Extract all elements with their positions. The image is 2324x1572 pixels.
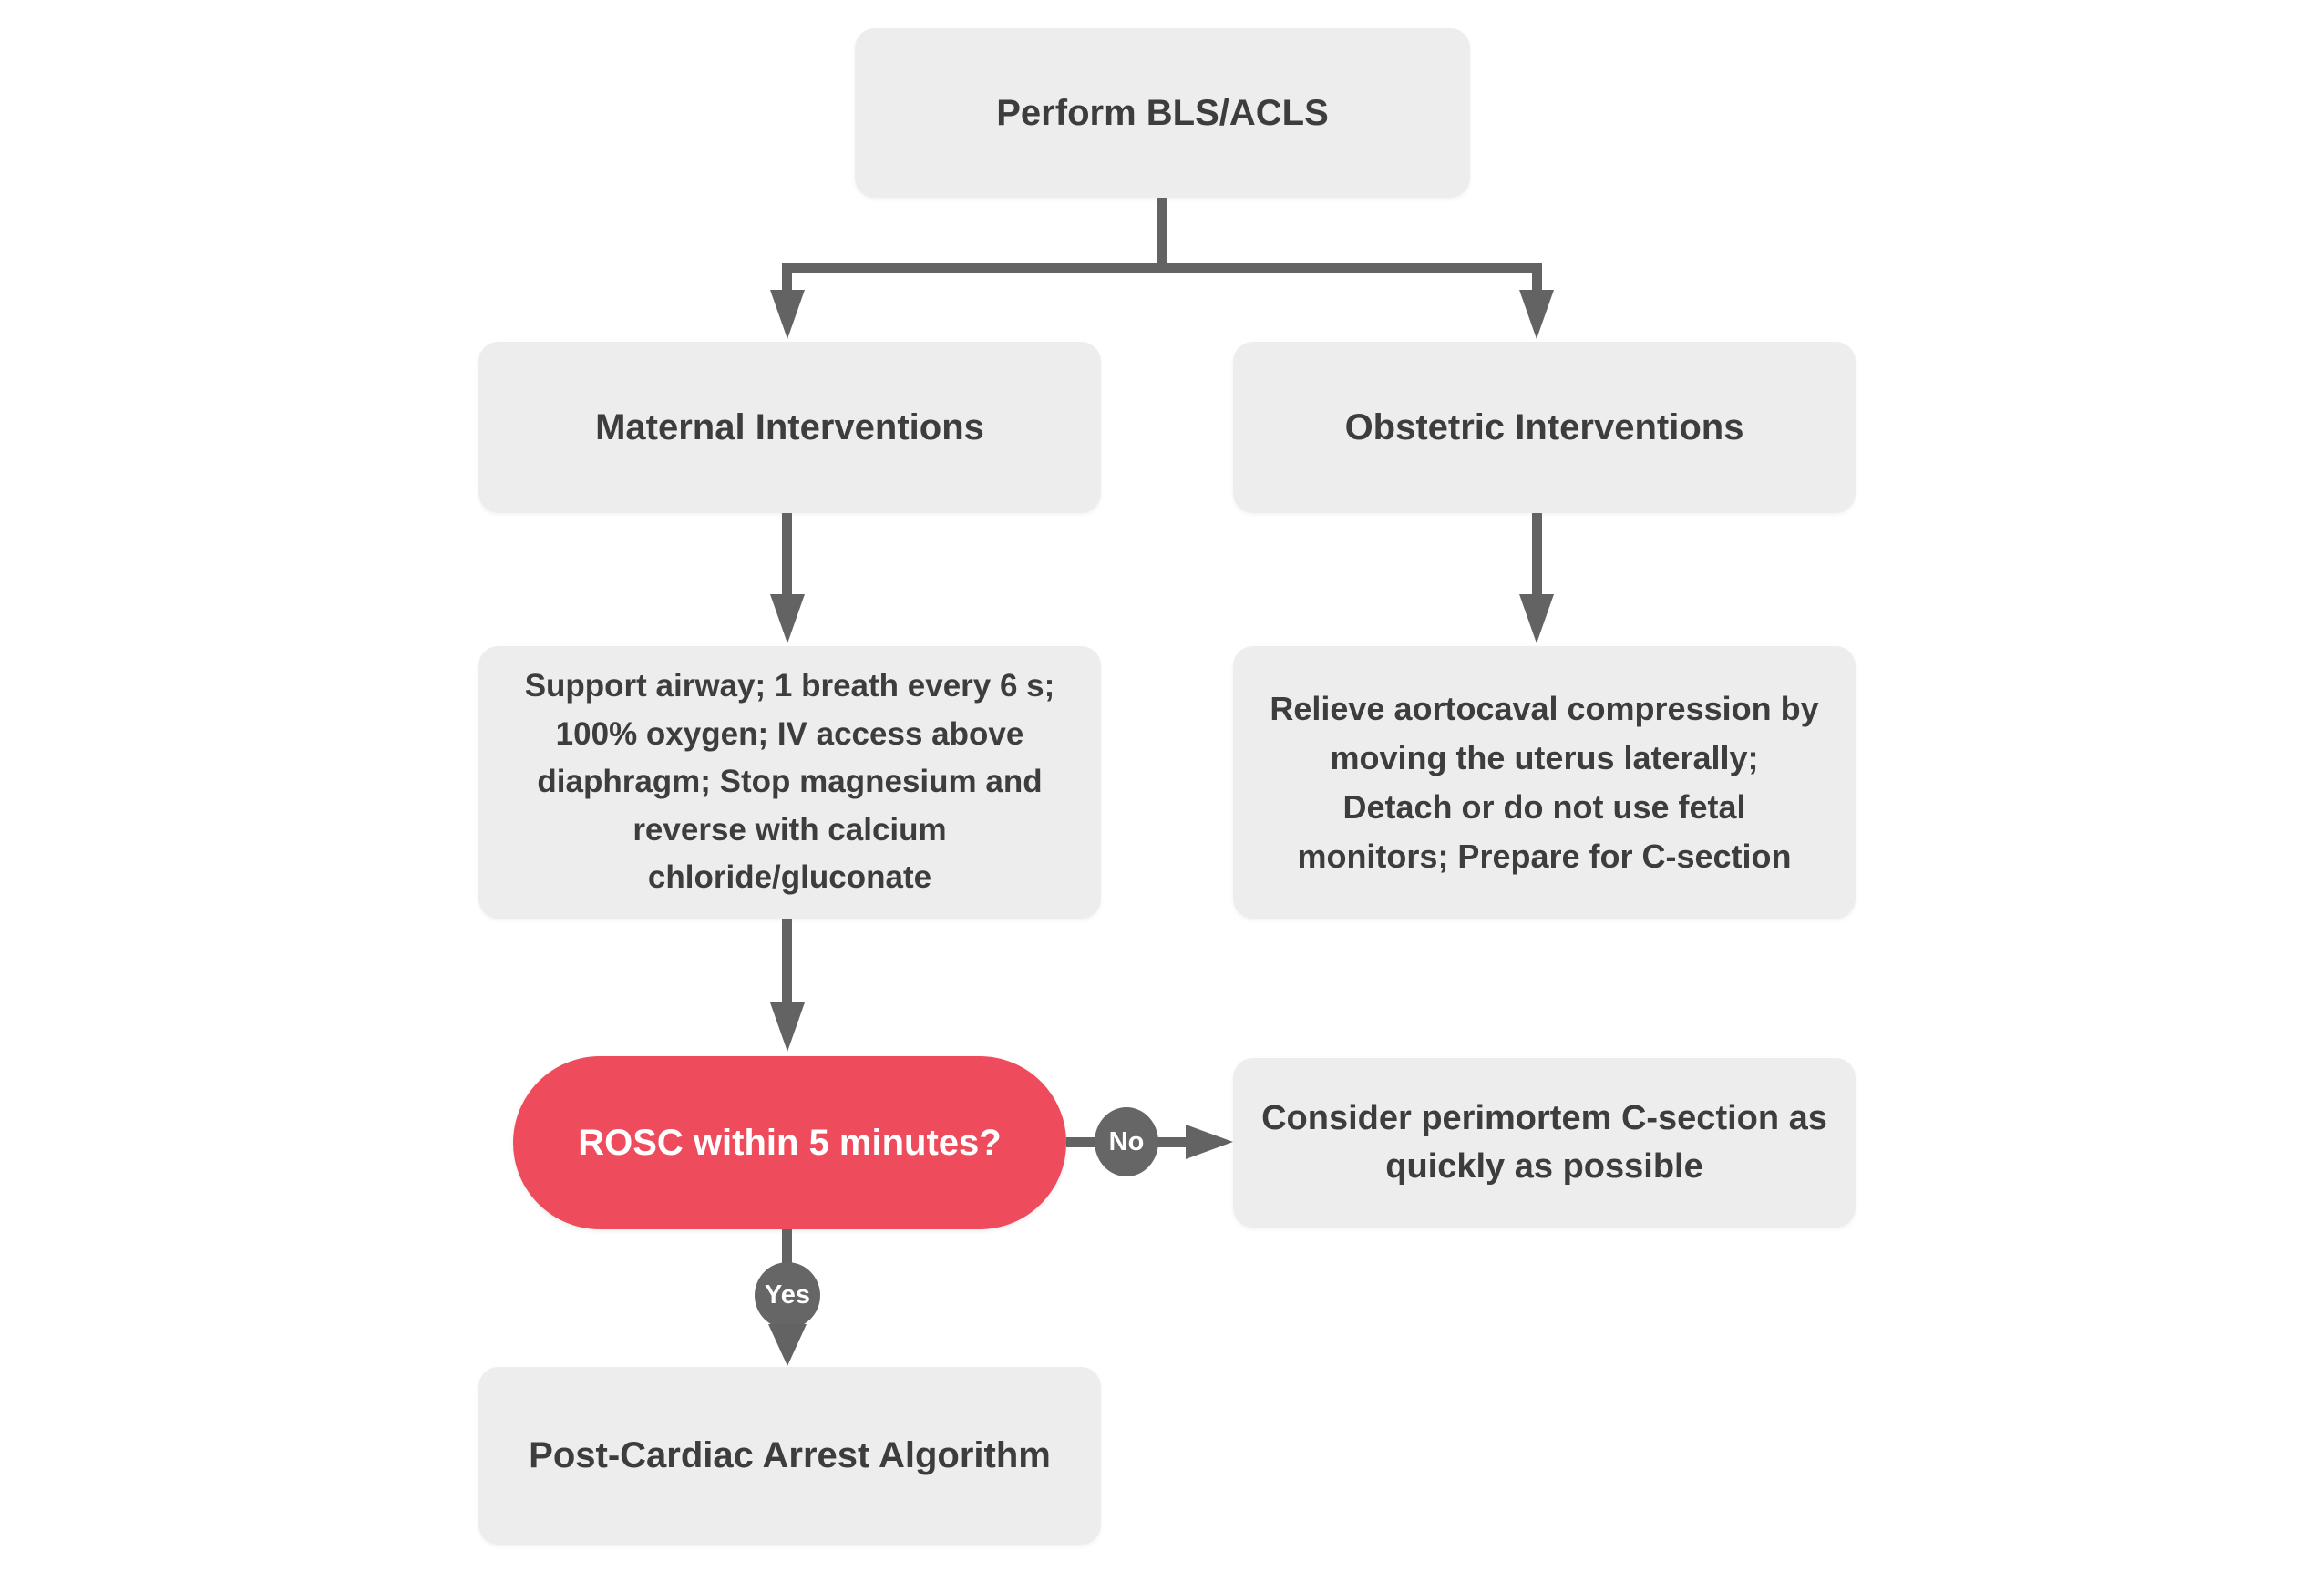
node-obstetric-interventions: Obstetric Interventions [1233, 342, 1856, 513]
connector-maternal-to-detail [782, 513, 792, 595]
connector-branch-left-shaft [782, 272, 792, 291]
arrowhead-no-edge-icon [1186, 1125, 1233, 1159]
badge-yes-label: Yes [765, 1280, 810, 1310]
arrowhead-maternal-detail-icon [770, 594, 805, 643]
node-perimortem-c-section-label: Consider perimortem C-section as quickly… [1261, 1098, 1827, 1186]
node-perimortem-c-section: Consider perimortem C-section as quickly… [1233, 1058, 1856, 1228]
connector-branch-line [782, 263, 1542, 273]
arrowhead-yes-edge-icon [768, 1324, 807, 1366]
arrowhead-obstetric-detail-icon [1519, 594, 1554, 643]
arrowhead-to-obstetric-icon [1519, 290, 1554, 339]
connector-top-stub [1157, 198, 1167, 263]
node-post-cardiac-arrest-label: Post-Cardiac Arrest Algorithm [529, 1435, 1051, 1475]
badge-no: No [1095, 1107, 1158, 1176]
node-maternal-detail: Support airway; 1 breath every 6 s; 100%… [478, 646, 1101, 919]
connector-detail-to-decision [782, 919, 792, 1003]
arrowhead-to-maternal-icon [770, 290, 805, 339]
node-post-cardiac-arrest: Post-Cardiac Arrest Algorithm [478, 1367, 1101, 1545]
node-maternal-interventions: Maternal Interventions [478, 342, 1101, 513]
node-rosc-decision: ROSC within 5 minutes? [513, 1056, 1066, 1229]
node-rosc-decision-label: ROSC within 5 minutes? [578, 1122, 1002, 1163]
arrowhead-decision-icon [770, 1002, 805, 1052]
node-perform-bls-acls-label: Perform BLS/ACLS [996, 92, 1329, 133]
badge-yes: Yes [755, 1262, 820, 1329]
node-obstetric-detail-label: Relieve aortocaval compression by moving… [1270, 689, 1819, 875]
connector-yes-edge [782, 1229, 792, 1266]
node-maternal-detail-label: Support airway; 1 breath every 6 s; 100%… [524, 668, 1055, 896]
badge-no-label: No [1108, 1126, 1145, 1156]
connector-obstetric-to-detail [1532, 513, 1542, 595]
node-maternal-interventions-label: Maternal Interventions [595, 406, 984, 447]
node-obstetric-interventions-label: Obstetric Interventions [1344, 406, 1744, 447]
node-obstetric-detail: Relieve aortocaval compression by moving… [1233, 646, 1856, 919]
connector-branch-right-shaft [1532, 272, 1542, 291]
node-perform-bls-acls: Perform BLS/ACLS [855, 28, 1470, 198]
